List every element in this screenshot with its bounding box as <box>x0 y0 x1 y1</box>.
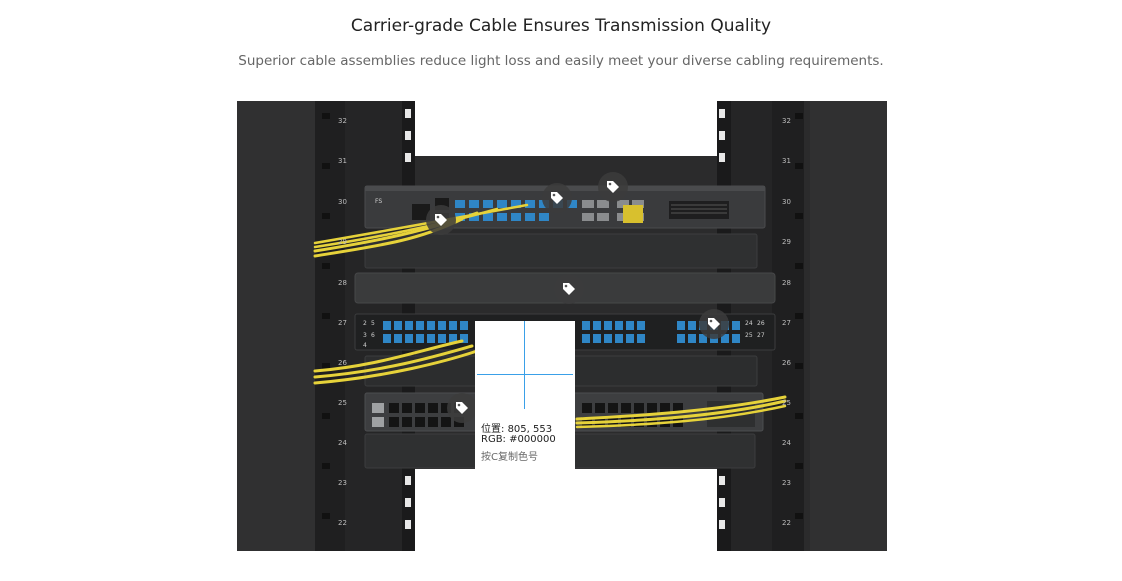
rack-unit-left: 32 <box>338 117 347 125</box>
panel-port-label: 27 <box>757 332 765 339</box>
rack-unit-left: 22 <box>338 519 347 527</box>
color-picker-tooltip: 位置: 805, 553 RGB: #000000 按C复制色号 <box>475 321 575 471</box>
panel-port-label: 5 <box>371 320 375 327</box>
rack-unit-left: 26 <box>338 359 347 367</box>
rack-unit-left: 25 <box>338 399 347 407</box>
tag-icon[interactable] <box>598 172 628 202</box>
panel-port-label: 24 <box>745 320 753 327</box>
rack-unit-right: 28 <box>782 279 791 287</box>
crosshair-horizontal <box>477 374 573 375</box>
picker-position: 位置: 805, 553 <box>481 424 553 435</box>
panel-port-label: 3 <box>363 332 367 339</box>
crosshair-vertical <box>524 321 525 409</box>
blank-panel-1 <box>364 233 758 269</box>
tag-icon[interactable] <box>447 393 477 423</box>
rack-unit-right: 27 <box>782 319 791 327</box>
panel-port-label: 26 <box>757 320 765 327</box>
tag-icon[interactable] <box>426 205 456 235</box>
picker-position-value: 805, 553 <box>507 424 553 435</box>
switch-brand: FS <box>375 198 382 205</box>
picker-rgb-label: RGB: <box>481 434 506 445</box>
rack-unit-right: 30 <box>782 198 791 206</box>
panel-port-label: 25 <box>745 332 753 339</box>
picker-rgb-value: #000000 <box>509 434 556 445</box>
rack-unit-right: 22 <box>782 519 791 527</box>
tag-icon[interactable] <box>542 183 572 213</box>
rack-unit-left: 30 <box>338 198 347 206</box>
panel-port-label: 6 <box>371 332 375 339</box>
picker-hint: 按C复制色号 <box>481 452 538 463</box>
rack-unit-right: 24 <box>782 439 791 447</box>
panel-port-label: 4 <box>363 342 367 349</box>
tag-icon[interactable] <box>554 274 584 304</box>
page-title: Carrier-grade Cable Ensures Transmission… <box>350 16 772 36</box>
rack-unit-right: 26 <box>782 359 791 367</box>
picker-rgb: RGB: #000000 <box>481 434 556 445</box>
rack-unit-left: 27 <box>338 319 347 327</box>
rack-unit-left: 28 <box>338 279 347 287</box>
rack-unit-left: 23 <box>338 479 347 487</box>
rack-unit-right: 23 <box>782 479 791 487</box>
rack-unit-left: 31 <box>338 157 347 165</box>
fiber-cables <box>313 203 787 429</box>
rack-unit-right: 32 <box>782 117 791 125</box>
rack-unit-left: 24 <box>338 439 347 447</box>
page-subtitle: Superior cable assemblies reduce light l… <box>238 53 884 69</box>
rack-unit-left: 29 <box>338 238 347 246</box>
rack-unit-right: 31 <box>782 157 791 165</box>
tag-icon[interactable] <box>699 309 729 339</box>
rack-unit-right: 29 <box>782 238 791 246</box>
picker-position-label: 位置 <box>481 424 501 435</box>
panel-port-label: 2 <box>363 320 367 327</box>
rack-unit-right: 25 <box>782 399 791 407</box>
